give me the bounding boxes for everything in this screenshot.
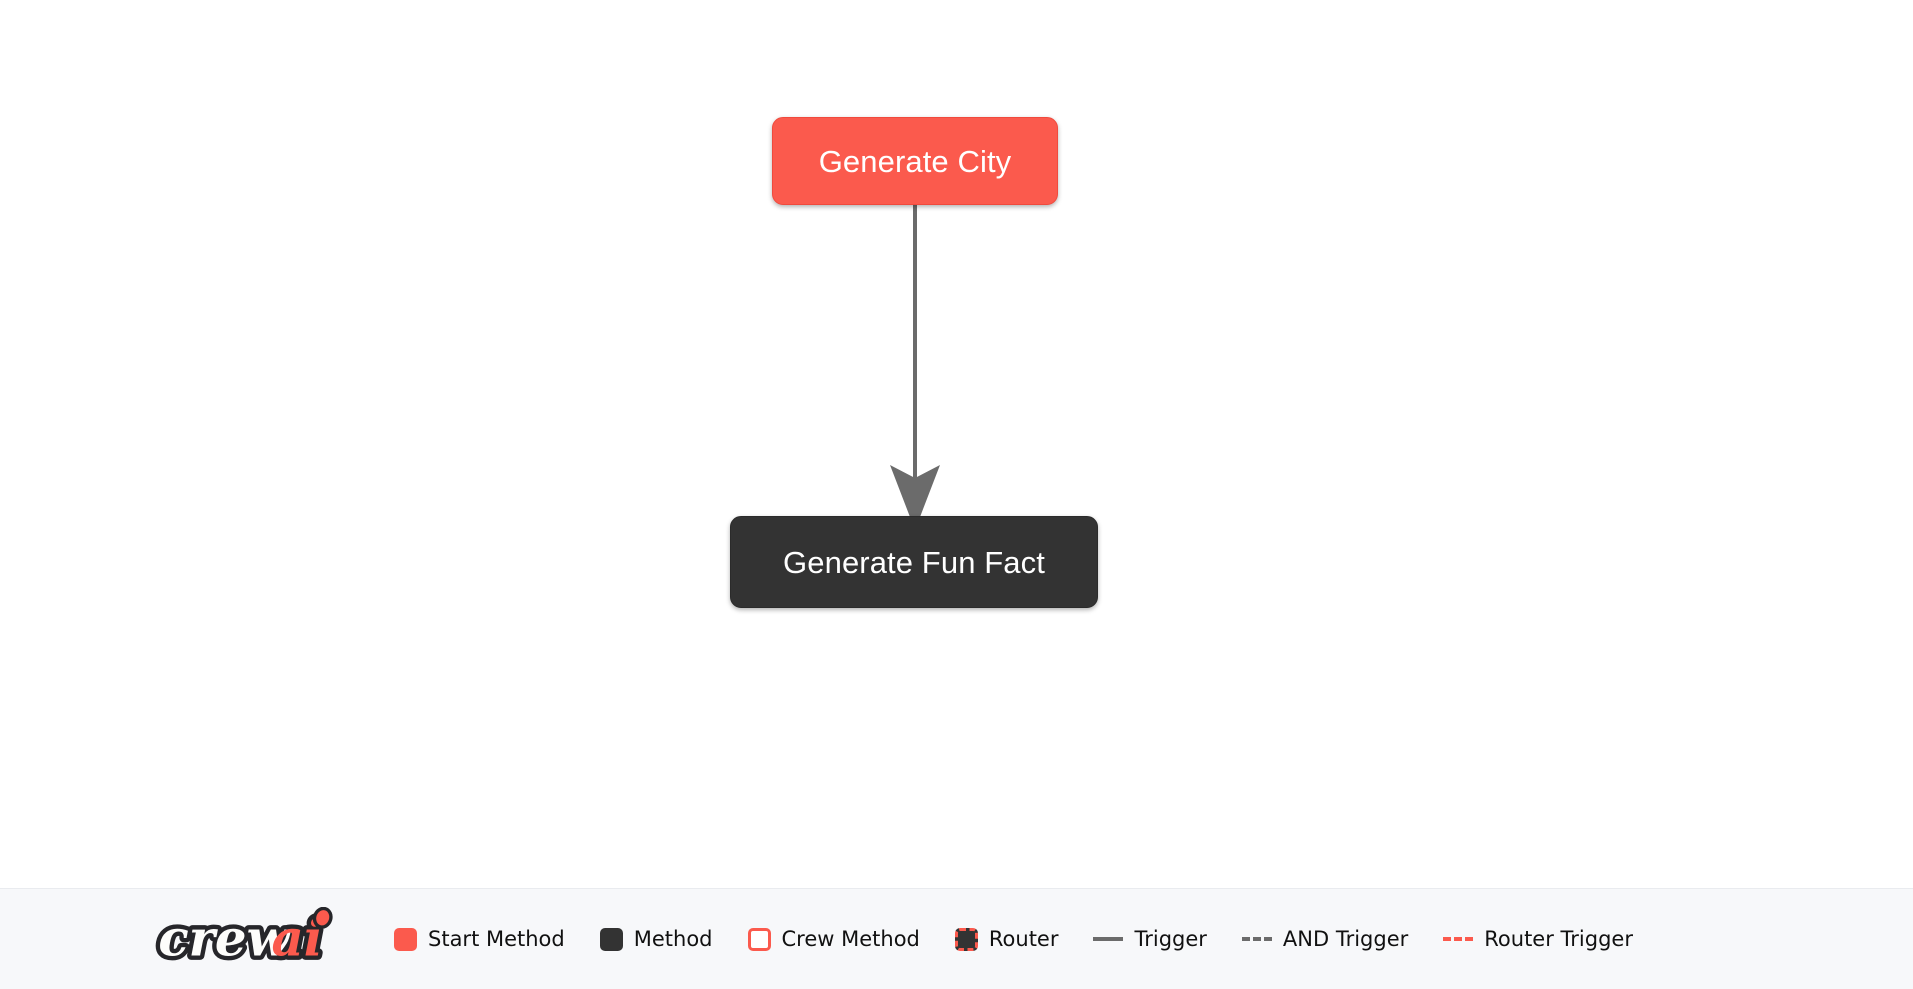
logo-outline-crew: crew — [158, 909, 291, 968]
logo-dot-icon — [312, 907, 333, 929]
legend-item-start-method[interactable]: Start Method — [394, 926, 565, 951]
legend-item-trigger[interactable]: Trigger — [1093, 926, 1207, 951]
legend-item-label: Method — [633, 926, 713, 951]
flow-node-generate-city[interactable]: Generate City — [772, 117, 1058, 205]
router-swatch-icon — [954, 927, 978, 951]
flow-node-label: Generate Fun Fact — [783, 544, 1045, 580]
legend-item-method[interactable]: Method — [599, 926, 713, 951]
legend-item-label: Router — [988, 926, 1059, 951]
legend-item-and-trigger[interactable]: AND Trigger — [1241, 926, 1409, 951]
legend-item-label: Trigger — [1134, 926, 1207, 951]
legend-item-crew-method[interactable]: Crew Method — [747, 926, 920, 951]
flow-node-label: Generate City — [818, 143, 1012, 179]
legend-item-router[interactable]: Router — [954, 926, 1059, 951]
legend-item-label: Router Trigger — [1484, 926, 1633, 951]
and-trigger-line-icon — [1241, 937, 1272, 941]
router-trigger-line-icon — [1443, 937, 1474, 941]
logo-text-crew: crew — [158, 909, 291, 968]
legend-item-router-trigger[interactable]: Router Trigger — [1443, 926, 1633, 951]
method-swatch-icon — [599, 927, 623, 951]
legend-item-label: Crew Method — [781, 926, 920, 951]
trigger-line-icon — [1093, 937, 1124, 941]
flow-node-generate-fun-fact[interactable]: Generate Fun Fact — [730, 516, 1098, 608]
crewai-logo[interactable]: crew ai crew ai — [152, 907, 356, 971]
flow-canvas[interactable]: Generate City Generate Fun Fact — [0, 0, 1913, 888]
start-method-swatch-icon — [394, 927, 417, 951]
legend-item-label: Start Method — [428, 926, 565, 951]
legend-bar: crew ai crew ai Start Method Method Crew… — [0, 888, 1913, 989]
legend-item-label: AND Trigger — [1282, 926, 1409, 951]
crew-method-swatch-icon — [747, 927, 771, 951]
legend-items: Start Method Method Crew Method Router T… — [394, 926, 1633, 951]
